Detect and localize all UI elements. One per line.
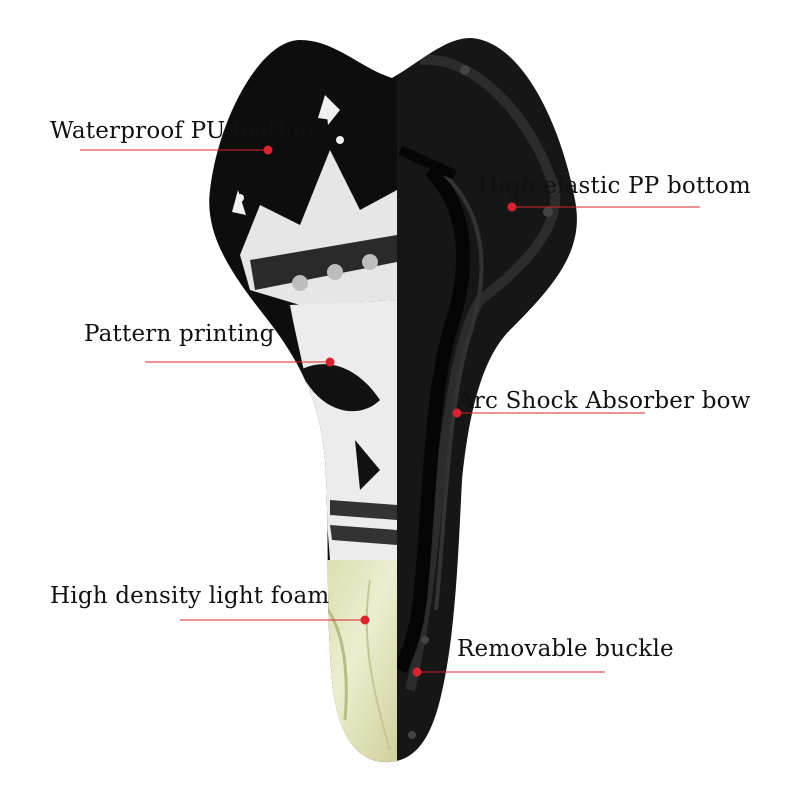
dot-foam: [360, 615, 370, 625]
callout-dots: [263, 145, 517, 677]
label-high-density-light-foam: High density light foam: [50, 583, 330, 609]
leader-lines: [80, 149, 700, 673]
skull-crown-print: [232, 95, 397, 560]
dot-pu-leather: [263, 145, 273, 155]
label-removable-buckle: Removable buckle: [457, 636, 674, 662]
label-pattern-printing: Pattern printing: [84, 321, 275, 347]
label-high-elastic-pp-bottom: High elastic PP bottom: [478, 173, 751, 199]
dot-pattern: [325, 357, 335, 367]
dot-arc-bow: [452, 408, 462, 418]
label-waterproof-pu-leather: Waterproof PU leather: [50, 118, 318, 144]
shock-absorber-rail: [397, 165, 471, 674]
label-arc-shock-absorber-bow: Arc Shock Absorber bow: [457, 388, 751, 414]
dot-pp-bottom: [507, 202, 517, 212]
dot-buckle: [412, 667, 422, 677]
